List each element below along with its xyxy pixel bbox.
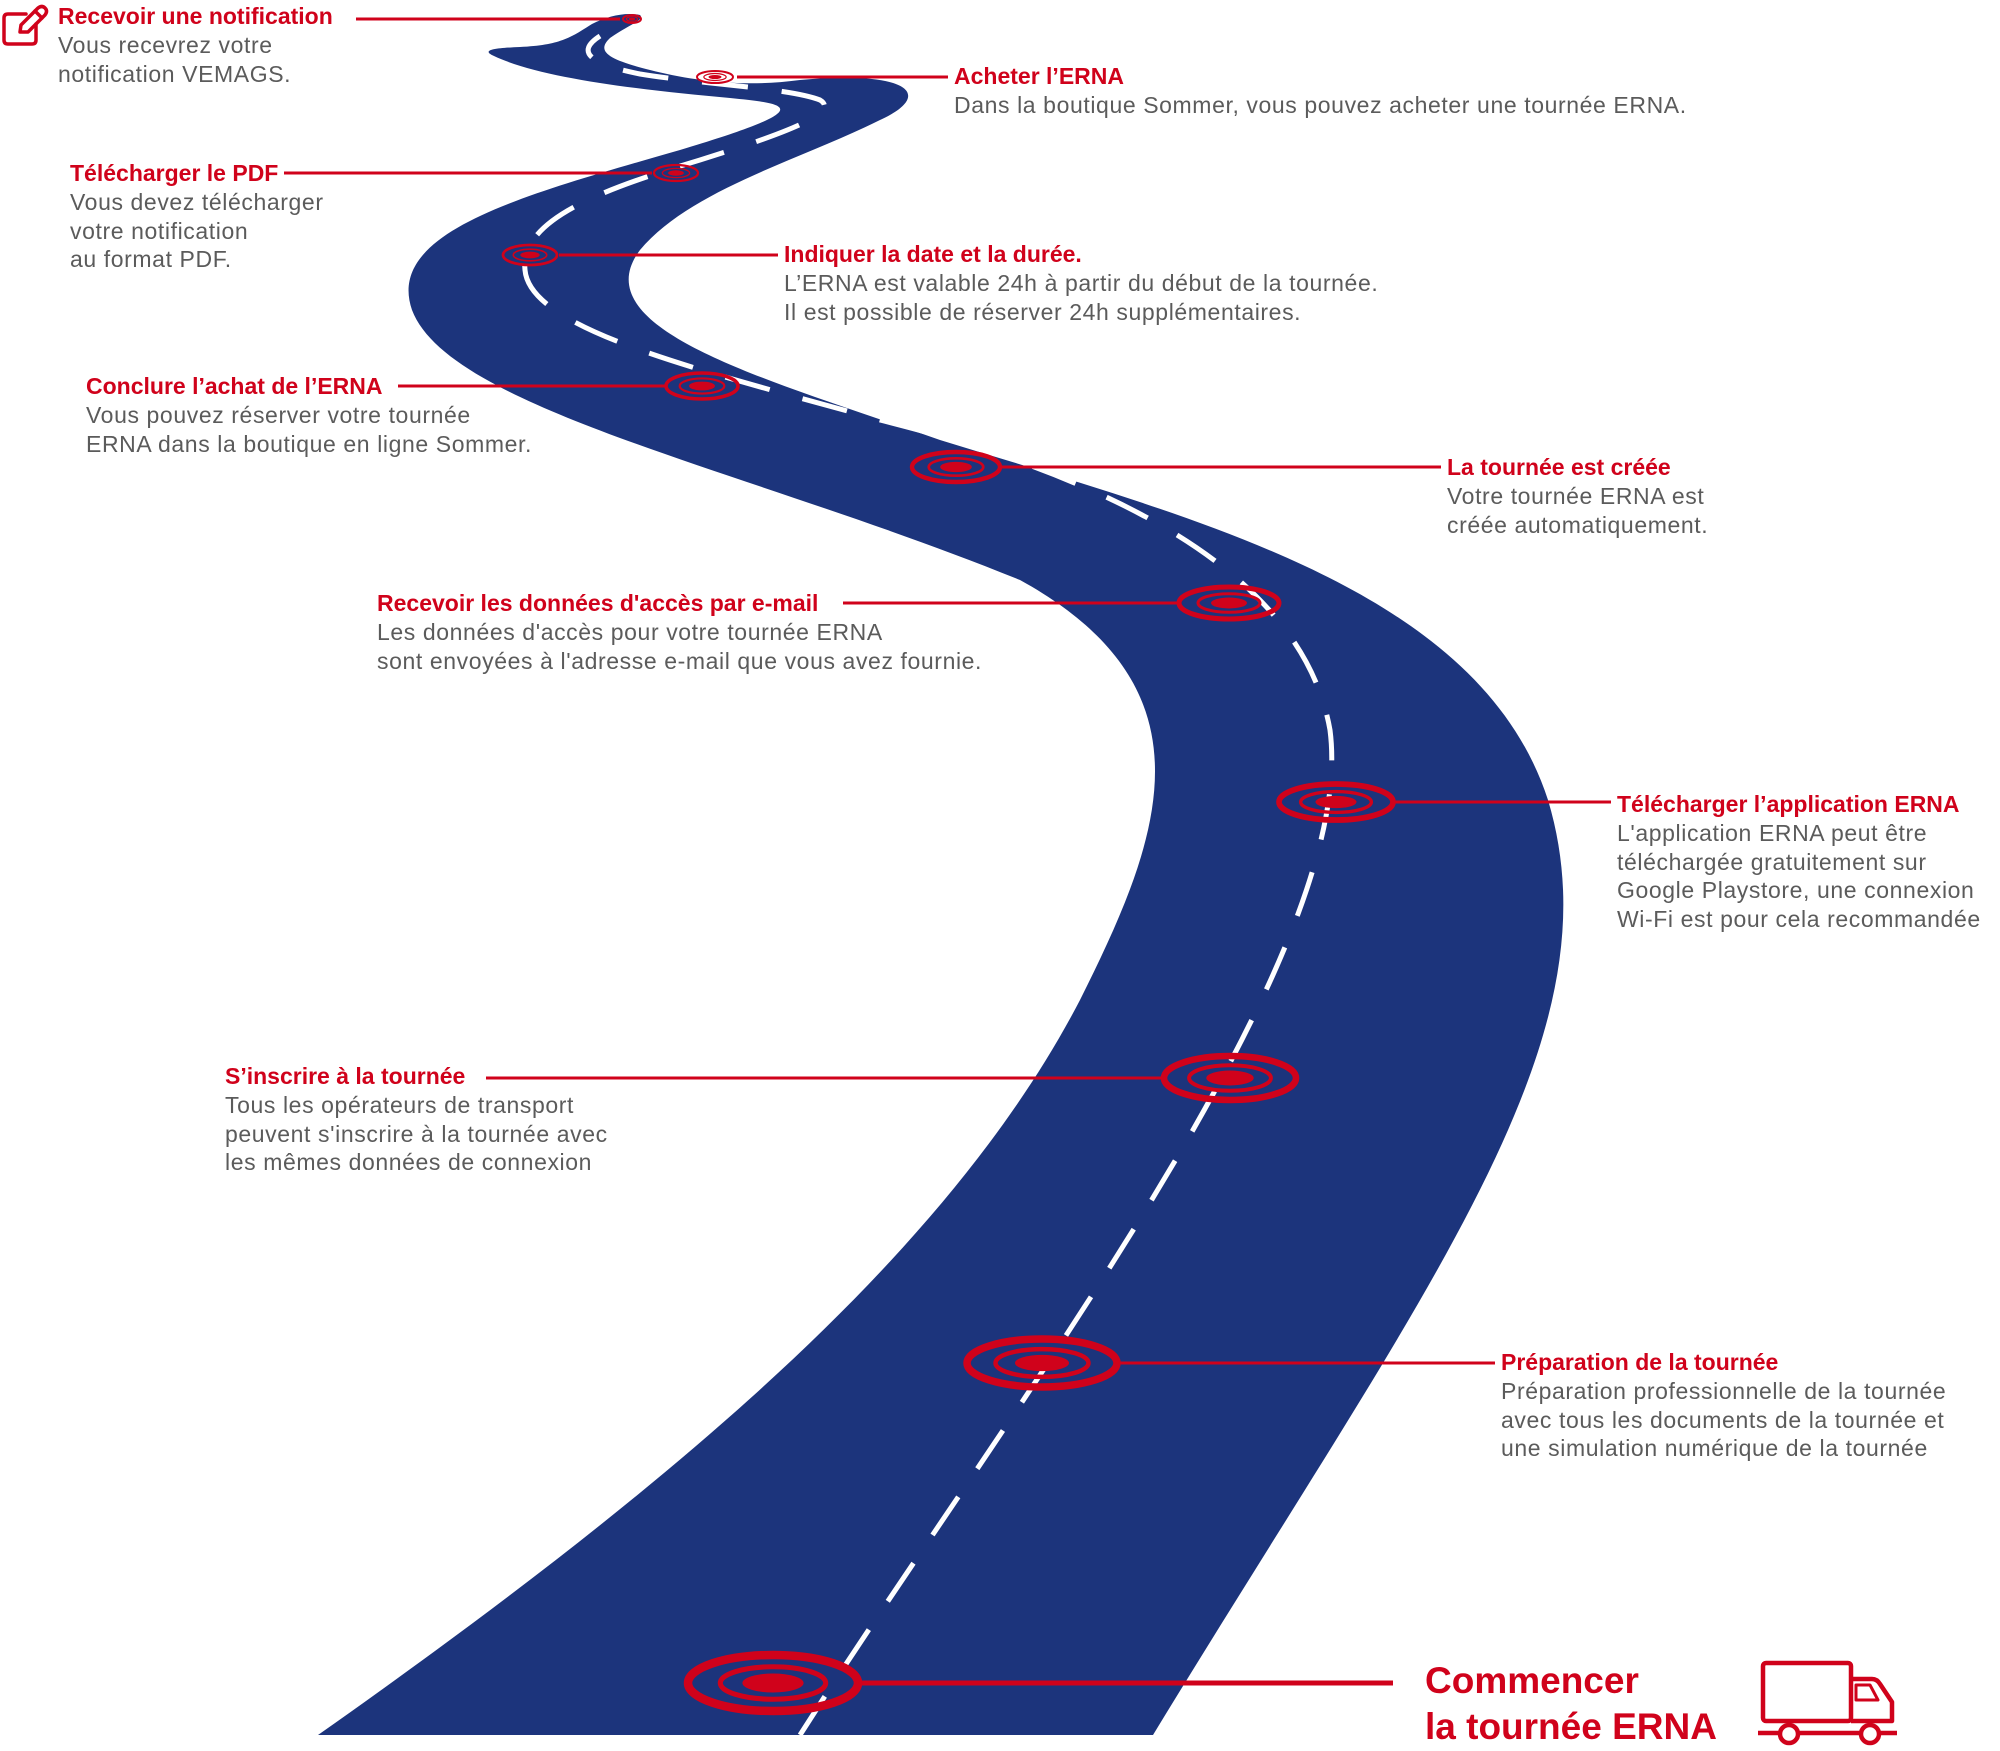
step-title: Acheter l’ERNA <box>954 63 1124 89</box>
road <box>318 14 1564 1736</box>
final-step-label: Commencer la tournée ERNA <box>1425 1658 1717 1750</box>
step-description-line: Vous pouvez réserver votre tournée <box>86 402 471 428</box>
step-marker-6 <box>1176 584 1282 622</box>
delivery-truck-icon <box>1758 1660 1897 1746</box>
step-description-line: téléchargée gratuitement sur <box>1617 848 1927 875</box>
final-step-line-1: Commencer <box>1425 1660 1639 1701</box>
step-title: La tournée est créée <box>1447 454 1671 480</box>
step-title: Télécharger l’application ERNA <box>1617 791 1960 817</box>
step-marker-3 <box>501 243 559 267</box>
step-title: S’inscrire à la tournée <box>225 1063 466 1089</box>
step-title: Indiquer la date et la durée. <box>784 241 1082 267</box>
step-description-line: sont envoyées à l'adresse e-mail que vou… <box>377 647 983 674</box>
step-description-line: L’ERNA est valable 24h à partir du début… <box>784 270 1379 296</box>
step-description-line: L'application ERNA peut être <box>1617 820 1928 846</box>
step-description-line: Tous les opérateurs de transport <box>225 1092 575 1118</box>
step-description-line: Wi-Fi est pour cela recommandée <box>1617 905 1981 932</box>
step-description-line: Les données d'accès pour votre tournée E… <box>377 619 883 645</box>
step-marker-4 <box>664 371 740 401</box>
step-description-line: une simulation numérique de la tournée <box>1501 1435 1928 1461</box>
step-description-line: les mêmes données de connexion <box>225 1149 593 1175</box>
step-description-line: votre notification <box>70 217 249 244</box>
step-4: Conclure l’achat de l’ERNA Vous pouvez ré… <box>86 372 532 458</box>
step-description-line: Votre tournée ERNA est <box>1447 483 1705 509</box>
step-title: Télécharger le PDF <box>70 160 279 186</box>
step-description-line: Google Playstore, une connexion <box>1617 877 1975 903</box>
step-marker-2 <box>652 163 700 183</box>
step-7: Télécharger l’application ERNA L'applicat… <box>1617 790 1981 933</box>
step-marker-9 <box>963 1335 1121 1391</box>
step-title: Recevoir les données d'accès par e-mail <box>377 590 819 616</box>
step-2: Télécharger le PDF Vous devez télécharger… <box>70 159 324 274</box>
final-step-line-2: la tournée ERNA <box>1425 1706 1717 1747</box>
step-description-line: Dans la boutique Sommer, vous pouvez ach… <box>954 92 1687 118</box>
step-1: Acheter l’ERNA Dans la boutique Sommer, v… <box>954 62 1687 120</box>
step-marker-8 <box>1160 1052 1300 1104</box>
step-title: Recevoir une notification <box>58 3 333 29</box>
step-description-line: Vous devez télécharger <box>70 189 324 215</box>
step-description-line: Il est possible de réserver 24h suppléme… <box>784 298 1302 325</box>
step-3: Indiquer la date et la durée. L’ERNA est … <box>784 240 1378 326</box>
edit-pencil-icon <box>2 4 49 46</box>
step-description-line: peuvent s'inscrire à la tournée avec <box>225 1120 608 1147</box>
step-description-line: avec tous les documents de la tournée et <box>1501 1406 1945 1433</box>
step-description-line: au format PDF. <box>70 246 232 272</box>
step-marker-0 <box>622 14 642 24</box>
step-description-line: Vous recevrez votre <box>58 32 273 58</box>
lane-markings <box>522 33 1335 1737</box>
step-marker-7 <box>1276 781 1396 823</box>
step-description-line: ERNA dans la boutique en ligne Sommer. <box>86 430 532 457</box>
step-description-line: notification VEMAGS. <box>58 60 292 87</box>
step-title: Conclure l’achat de l’ERNA <box>86 373 383 399</box>
step-title: Préparation de la tournée <box>1501 1349 1779 1375</box>
step-description-line: Préparation professionnelle de la tourné… <box>1501 1378 1947 1404</box>
step-marker-1 <box>696 70 734 84</box>
step-description-line: créée automatiquement. <box>1447 511 1709 538</box>
step-marker-final <box>683 1650 863 1716</box>
step-marker-5 <box>909 449 1003 485</box>
